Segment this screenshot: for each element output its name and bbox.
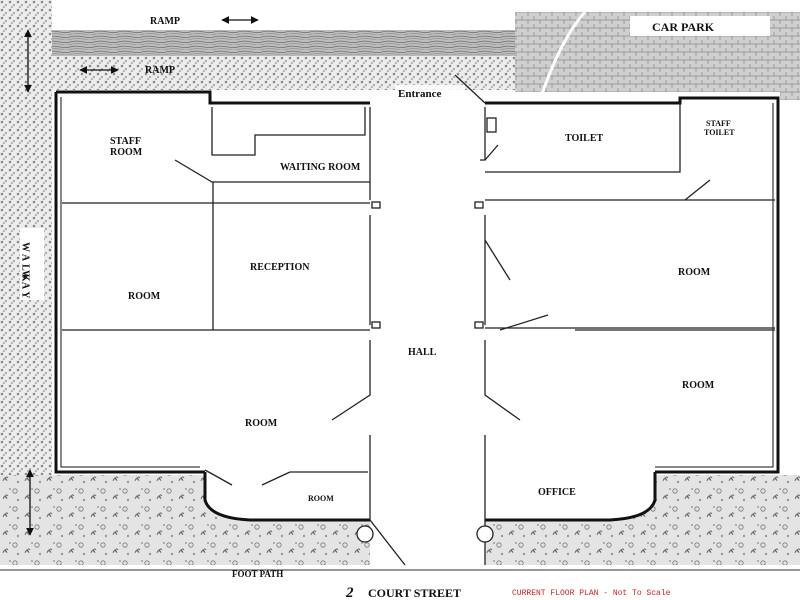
label-car-park: CAR PARK [652,20,715,34]
label-foot-path: FOOT PATH [232,569,283,579]
outer-walls [54,74,780,522]
tree-right [476,525,494,543]
tree-left [356,525,374,543]
label-staff-toilet-line1: STAFF [706,119,731,128]
label-way: WAY [20,270,31,301]
room-labels: RAMP RAMP CAR PARK Entrance STAFF ROOM W… [20,16,736,600]
label-walk: WALK [20,242,31,285]
label-office: OFFICE [538,487,576,498]
label-room-left-upper: ROOM [128,291,161,302]
label-room-right-upper: ROOM [678,267,711,278]
hall-corridor [370,100,485,570]
label-street-number: 2 [345,585,354,600]
label-ramp-mid: RAMP [145,65,175,76]
label-room-small: ROOM [308,494,334,503]
label-room-right-lower: ROOM [682,380,715,391]
label-staff-room-line2: ROOM [110,147,143,158]
ramp-surface [52,30,517,56]
interior-walls [62,103,775,520]
label-court-street: COURT STREET [368,586,461,600]
label-ramp-top: RAMP [150,16,180,27]
label-toilet: TOILET [565,133,603,144]
label-staff-room-line1: STAFF [110,136,141,147]
label-plan-note: CURRENT FLOOR PLAN - Not To Scale [512,589,671,598]
label-waiting-room: WAITING ROOM [280,162,361,173]
label-entrance: Entrance [398,88,442,100]
label-reception: RECEPTION [250,262,310,273]
label-hall: HALL [408,347,437,358]
label-staff-toilet-line2: TOILET [704,128,735,137]
label-room-left-lower: ROOM [245,418,278,429]
street-edge [0,519,800,600]
